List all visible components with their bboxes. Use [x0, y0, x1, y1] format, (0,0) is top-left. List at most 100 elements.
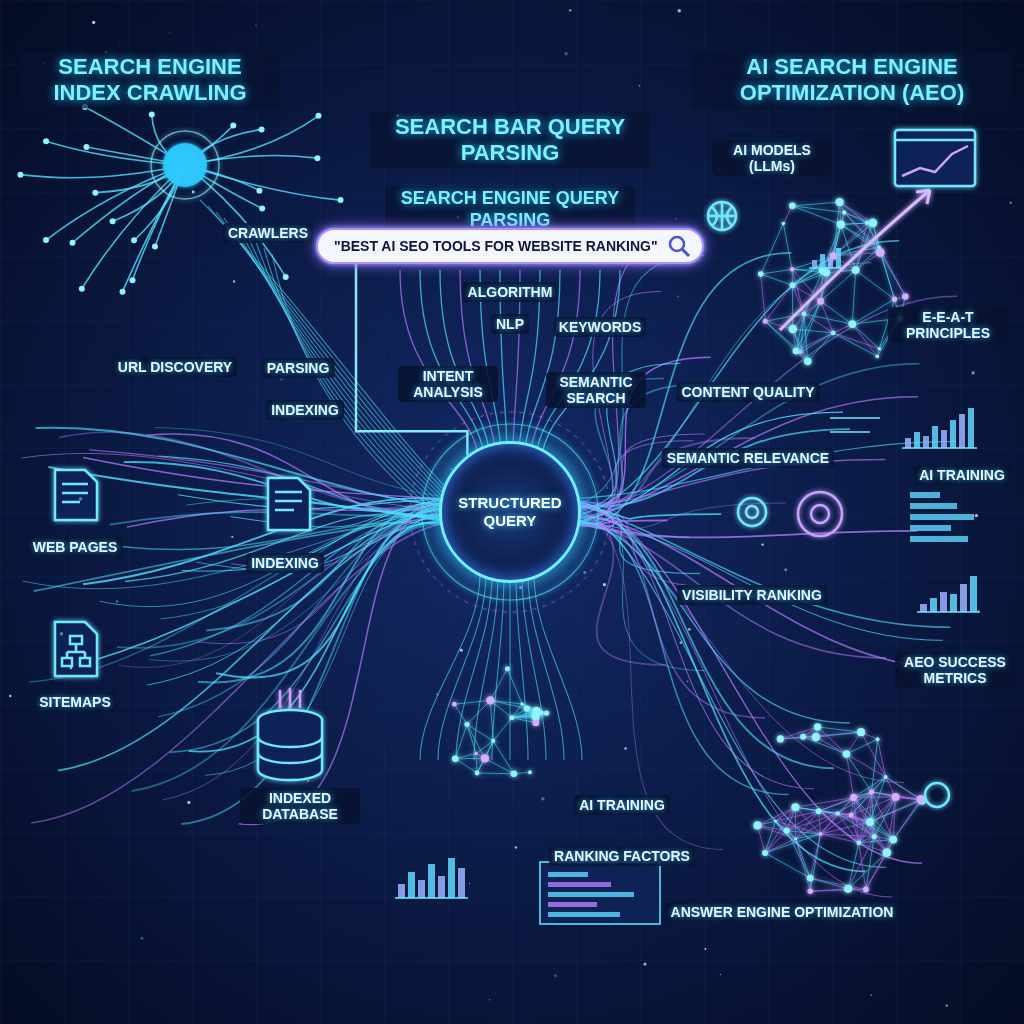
fiber-line	[570, 502, 922, 863]
concept-label: ANSWER ENGINE OPTIMIZATION	[666, 902, 899, 922]
fiber-line	[570, 519, 886, 658]
star-dot	[280, 378, 282, 380]
star-dot	[460, 649, 463, 652]
network-link	[795, 807, 837, 813]
chart-bar	[910, 492, 940, 498]
network-link	[846, 754, 885, 777]
fiber-line	[147, 507, 450, 685]
chart-bar	[910, 525, 951, 531]
fiber-line	[522, 575, 546, 760]
chart-axis	[809, 267, 844, 269]
network-link	[846, 754, 871, 792]
chart-bar	[812, 260, 817, 268]
network-link	[870, 822, 887, 853]
fiber-line	[570, 504, 666, 665]
network-node	[793, 348, 800, 355]
leader-stub	[830, 418, 880, 432]
concept-label: ALGORITHM	[463, 282, 558, 302]
fiber-line	[150, 516, 450, 656]
fiber-line	[239, 502, 450, 824]
panel-bar	[548, 882, 611, 887]
network-node	[877, 245, 881, 249]
star-dot	[255, 25, 257, 27]
neuron-tip	[120, 289, 126, 295]
network-node	[794, 837, 797, 840]
star-dot	[784, 568, 787, 571]
network-link	[819, 797, 854, 811]
chart-axis	[902, 447, 977, 449]
network-link	[454, 700, 490, 704]
network-link	[852, 324, 877, 356]
network-link	[775, 811, 818, 821]
icons	[55, 130, 975, 807]
network-link	[792, 285, 793, 329]
fiber-line	[231, 498, 450, 527]
network-link	[476, 753, 478, 773]
network-node	[876, 248, 885, 257]
decor-shape	[798, 492, 842, 536]
fiber-line	[189, 522, 450, 751]
network-link	[856, 270, 895, 299]
network-link	[775, 821, 820, 834]
decor-shape	[708, 202, 736, 230]
network-link	[792, 273, 826, 286]
decor-shape	[811, 505, 829, 523]
network-link	[493, 741, 514, 774]
chart-bar	[398, 884, 405, 898]
chart-bar	[959, 414, 965, 448]
network-link	[455, 759, 477, 773]
network-node	[852, 266, 860, 274]
star-dot	[677, 295, 679, 297]
decor-shape	[738, 498, 766, 526]
decor-shape	[895, 139, 975, 142]
network-node	[789, 203, 796, 210]
network-link	[848, 853, 887, 889]
network-node	[817, 298, 824, 305]
neuron-branch	[82, 165, 185, 289]
network-link	[765, 285, 792, 321]
sparkles	[9, 9, 1012, 1007]
chart-bar	[923, 436, 929, 448]
network-node	[835, 198, 843, 206]
network-node	[807, 875, 814, 882]
neuron-tip	[79, 286, 85, 292]
network-link	[761, 224, 784, 275]
neuron-branch	[185, 165, 341, 200]
fiber-line	[516, 575, 528, 760]
concept-label: E-E-A-T PRINCIPLES	[888, 307, 1008, 343]
fiber-line	[198, 503, 450, 682]
decor-shape	[258, 720, 322, 780]
network-link	[840, 202, 873, 223]
network-link	[761, 274, 793, 285]
chart-bar	[458, 868, 465, 898]
network-node	[876, 737, 880, 741]
fiber-line	[31, 522, 450, 823]
network-link	[780, 737, 816, 739]
star-dot	[60, 632, 63, 635]
star-dot	[705, 948, 707, 950]
fiber-line	[528, 575, 564, 760]
network-node	[831, 331, 836, 336]
star-dot	[603, 583, 606, 586]
network-node	[520, 702, 524, 706]
network-link	[477, 773, 514, 775]
section-heading: SEARCH ENGINE INDEX CRAWLING	[20, 52, 280, 109]
star-dot	[116, 600, 118, 602]
star-dot	[978, 610, 979, 611]
star-dot	[871, 994, 873, 996]
network-link	[840, 202, 867, 223]
node-text: "BEST AI SEO TOOLS FOR WEBSITE RANKING"	[318, 238, 702, 254]
network-link	[820, 797, 853, 834]
network-node	[531, 712, 540, 721]
concept-label: URL DISCOVERY	[113, 357, 237, 377]
star-dot	[624, 747, 626, 749]
network-link	[796, 839, 811, 878]
network-node	[539, 710, 544, 715]
network-node	[511, 770, 518, 777]
chart-bar	[910, 514, 974, 520]
star-dot	[680, 641, 683, 644]
chart-bar	[428, 864, 435, 898]
concept-label: AI TRAINING	[574, 795, 670, 815]
network-node	[486, 696, 494, 704]
network-link	[819, 811, 870, 822]
